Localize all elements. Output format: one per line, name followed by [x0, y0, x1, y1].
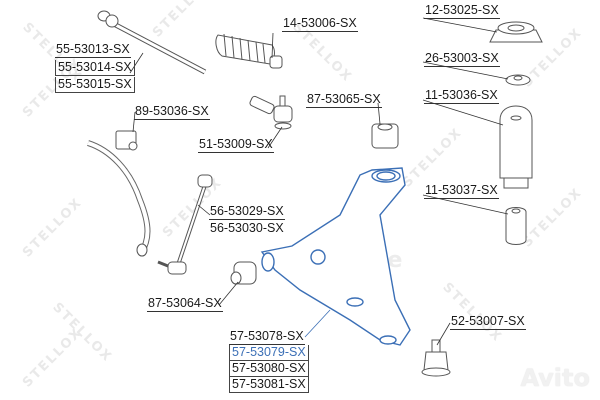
part-label[interactable]: 52-53007-SX: [450, 314, 526, 330]
stabilizer-link-icon: [157, 174, 213, 275]
part-label[interactable]: 12-53025-SX: [424, 3, 500, 19]
strut-mount-icon: [489, 21, 543, 43]
tie-rod-end-icon: [249, 95, 293, 130]
part-label[interactable]: 57-53078-SX: [229, 329, 305, 345]
part-label[interactable]: 11-53037-SX: [424, 183, 499, 199]
arm-bushing-front-icon: [230, 261, 257, 285]
dust-cover-icon: [499, 105, 533, 189]
part-label[interactable]: 57-53080-SX: [229, 361, 309, 377]
part-label[interactable]: 87-53065-SX: [306, 92, 382, 108]
part-label[interactable]: 56-53030-SX: [210, 221, 284, 235]
bump-stop-icon: [505, 207, 527, 245]
boot-icon: [215, 33, 283, 69]
part-label[interactable]: 55-53013-SX: [55, 42, 131, 58]
stabilizer-bushing-icon: [115, 130, 138, 151]
part-label[interactable]: 11-53036-SX: [424, 88, 499, 104]
part-label[interactable]: 57-53081-SX: [229, 377, 309, 393]
control-arm-icon: [260, 167, 411, 346]
tie-rod-icon: [97, 10, 207, 75]
part-label-highlighted[interactable]: 57-53079-SX: [229, 345, 309, 361]
ball-joint-icon: [421, 339, 451, 377]
part-label[interactable]: 55-53014-SX: [55, 60, 135, 76]
part-label[interactable]: 51-53009-SX: [198, 137, 274, 153]
arm-bushing-rear-icon: [371, 123, 399, 149]
bearing-icon: [505, 74, 531, 86]
part-label[interactable]: 89-53036-SX: [134, 104, 210, 120]
part-label[interactable]: 14-53006-SX: [282, 16, 358, 32]
watermark-avito: Avito: [520, 364, 590, 392]
part-label[interactable]: 55-53015-SX: [55, 77, 135, 93]
part-label[interactable]: 87-53064-SX: [147, 296, 223, 312]
part-label[interactable]: 56-53029-SX: [209, 204, 285, 220]
part-label[interactable]: 26-53003-SX: [424, 51, 500, 67]
